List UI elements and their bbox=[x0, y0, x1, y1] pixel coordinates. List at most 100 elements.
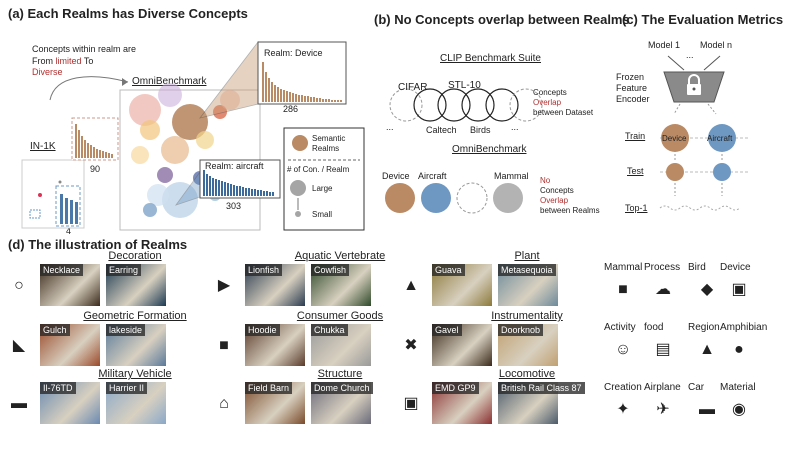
panel-b-graphic bbox=[385, 88, 543, 214]
in1k-dot bbox=[58, 180, 62, 184]
panel-c-graphic bbox=[659, 55, 750, 211]
realm-photo-label: Chukka bbox=[311, 324, 348, 336]
legend-realm-label: Car bbox=[688, 382, 705, 393]
realm-photo: EMD GP9 bbox=[432, 382, 492, 424]
cifar-label: CIFAR bbox=[398, 82, 428, 93]
venn-circle bbox=[389, 88, 423, 122]
realm-photo-label: Guava bbox=[432, 264, 465, 276]
legend-realm-label: Region bbox=[688, 322, 720, 333]
panel-d-title: (d) The illustration of Realms bbox=[8, 237, 188, 252]
legend-small-label: Small bbox=[312, 210, 333, 219]
clip-title: CLIP Benchmark Suite bbox=[440, 53, 541, 64]
venn-circle bbox=[437, 88, 471, 122]
model1-arrow bbox=[667, 55, 685, 71]
legend-realm-label: Activity bbox=[604, 322, 636, 333]
dots-right-b: ... bbox=[511, 122, 519, 132]
realm-photo: Chukka bbox=[311, 324, 371, 366]
legend-realm-label: Process bbox=[644, 262, 681, 273]
dots-left-b: ... bbox=[386, 122, 394, 132]
realm-photo: Necklace bbox=[40, 264, 100, 306]
omnibench-label-b: OmniBenchmark bbox=[452, 144, 527, 155]
curve-arrowhead bbox=[122, 78, 128, 86]
realm-icon-legend: Mammal■Process☁Bird◆Device▣Activity☺food… bbox=[604, 262, 800, 442]
ring-icon: ○ bbox=[14, 277, 24, 294]
realm-photo-label: Doorknob bbox=[498, 324, 544, 336]
train-icon: ▣ bbox=[403, 395, 419, 412]
realm-photo-label: British Rail Class 87 bbox=[498, 382, 585, 394]
realm-photo: Lionfish bbox=[245, 264, 305, 306]
ship-icon: ▬ bbox=[11, 395, 27, 412]
lock-icon bbox=[687, 74, 701, 95]
venn-circle bbox=[413, 88, 447, 122]
realm-photo-label: Cowfish bbox=[311, 264, 350, 276]
realm-photo: Harrier II bbox=[106, 382, 166, 424]
fish-icon: ▶ bbox=[217, 277, 231, 294]
realm-photo: Metasequoia bbox=[498, 264, 558, 306]
realm-photo: Field Barn bbox=[245, 382, 305, 424]
venn-circle bbox=[509, 88, 543, 122]
note-diverse: Diverse bbox=[32, 67, 63, 77]
realm-title: Plant bbox=[514, 250, 540, 262]
birds-label: Birds bbox=[470, 125, 491, 135]
realm-title: Aquatic Vertebrate bbox=[294, 250, 386, 262]
legend-num-label: # of Con. / Realm bbox=[287, 165, 350, 174]
realm-photo: Dome Church bbox=[311, 382, 373, 424]
concepts-label-b: Concepts bbox=[533, 88, 567, 97]
encoder-to-aircraft bbox=[707, 103, 717, 115]
realm-photo-label: Hoodie bbox=[245, 324, 280, 336]
tree-icon: ▲ bbox=[403, 277, 419, 294]
device-test-circle bbox=[666, 163, 684, 181]
realm-photo: Gavel bbox=[432, 324, 492, 366]
realm-photo-label: Necklace bbox=[40, 264, 84, 276]
activity-icon: ☺ bbox=[614, 341, 632, 358]
caltech-label: Caltech bbox=[426, 125, 457, 135]
realm-device-label: Realm: Device bbox=[264, 48, 323, 58]
legend-realm-label: Creation bbox=[604, 382, 642, 393]
device-count: 286 bbox=[283, 104, 299, 114]
panel-b-title: (b) No Concepts overlap between Realms bbox=[374, 12, 630, 27]
in1k-zoom-box bbox=[29, 209, 41, 219]
between-realms-label: between Realms bbox=[540, 206, 600, 215]
legend-realm-label: Material bbox=[720, 382, 756, 393]
bird-icon: ◆ bbox=[700, 281, 714, 298]
top1-label: Top-1 bbox=[625, 203, 648, 213]
feature-label: Feature bbox=[616, 83, 648, 93]
realm-photo: Il-76TD bbox=[40, 382, 100, 424]
realm-photo: lakeside bbox=[106, 324, 166, 366]
realm-photo-label: Earring bbox=[106, 264, 142, 276]
in1k-dot bbox=[38, 193, 42, 197]
tshirt-icon: ■ bbox=[219, 337, 229, 354]
modeln-arrow bbox=[703, 55, 721, 71]
device-circle-c bbox=[661, 124, 689, 152]
realm-title: Instrumentality bbox=[491, 310, 563, 322]
legend-realm-label: Device bbox=[720, 262, 751, 273]
region-icon: ▲ bbox=[699, 341, 715, 358]
process-icon: ☁ bbox=[655, 281, 671, 298]
mammal-icon: ■ bbox=[618, 281, 628, 298]
concepts-label-b2: Concepts bbox=[540, 186, 574, 195]
realm-photo-label: lakeside bbox=[106, 324, 146, 336]
realm-title: Military Vehicle bbox=[98, 368, 172, 380]
realm-title: Locomotive bbox=[498, 368, 556, 380]
aircraft-circle-c bbox=[708, 124, 736, 152]
note-limited: limited bbox=[55, 56, 82, 66]
realm-photo-label: Gavel bbox=[432, 324, 462, 336]
stl-label: STL-10 bbox=[448, 80, 481, 91]
realm-photo-label: Harrier II bbox=[106, 382, 148, 394]
in1k-count-top: 90 bbox=[90, 164, 101, 174]
realm-photo: Earring bbox=[106, 264, 166, 306]
curve-arrow bbox=[49, 76, 129, 101]
frozen-label: Frozen bbox=[616, 72, 645, 82]
landscape-icon: ◣ bbox=[12, 337, 26, 354]
device-icon: ▣ bbox=[731, 281, 747, 298]
device-circle-b bbox=[385, 183, 415, 213]
realm-photo-label: Il-76TD bbox=[40, 382, 76, 394]
realm-aircraft-label: Realm: aircraft bbox=[205, 161, 264, 171]
panel-c-title: (c) The Evaluation Metrics bbox=[622, 12, 784, 27]
realm-photo: Guava bbox=[432, 264, 492, 306]
realm-photo: Hoodie bbox=[245, 324, 305, 366]
aircraft-circle-b bbox=[421, 183, 451, 213]
legend-realm-label: food bbox=[644, 322, 664, 333]
in1k-count-bottom: 4 bbox=[66, 226, 72, 236]
placeholder-circle-b bbox=[456, 182, 488, 214]
